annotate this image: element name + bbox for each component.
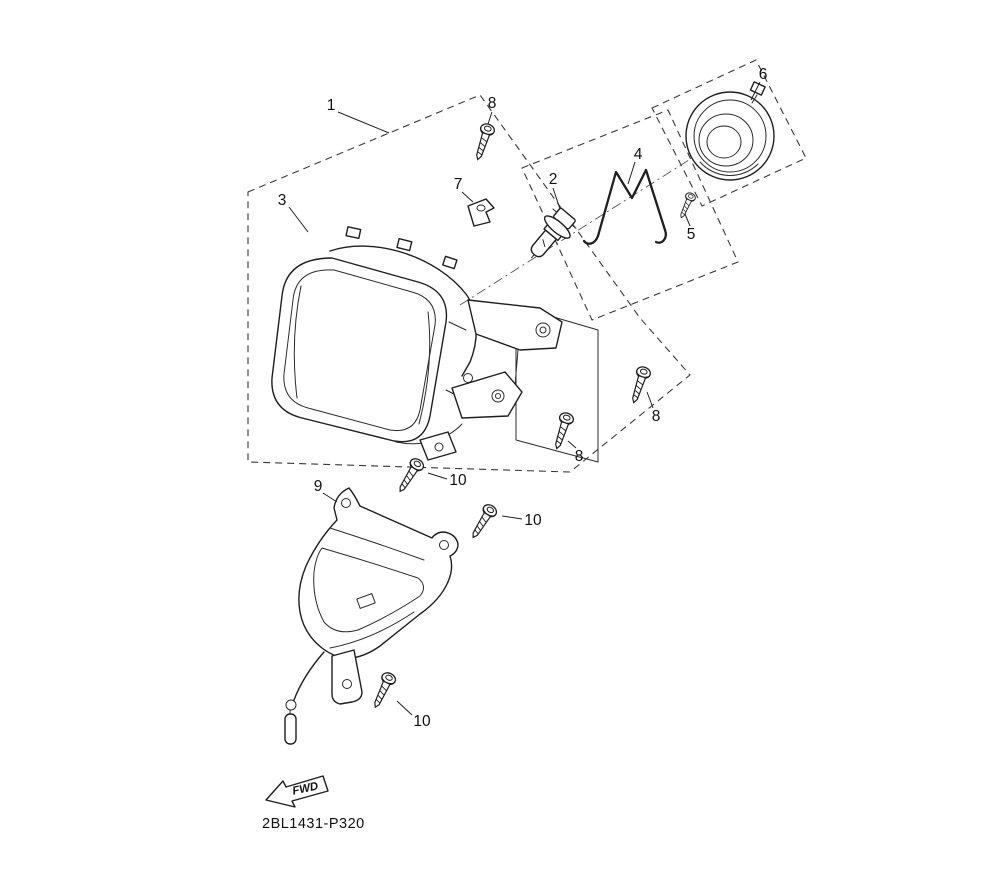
screw-8c	[549, 410, 576, 452]
leader-8a	[487, 111, 493, 125]
housing-clip	[396, 237, 413, 252]
lower-cover	[284, 487, 459, 745]
leader-5	[684, 213, 691, 227]
bulb-tip	[531, 254, 535, 259]
headlight-unit	[271, 226, 563, 461]
fwd-label: FWD	[291, 780, 319, 797]
leader-10b	[501, 515, 523, 520]
leader-8b	[646, 391, 654, 409]
ring-terminal	[285, 699, 297, 711]
leader-4	[627, 161, 636, 185]
wire-lead	[293, 651, 325, 701]
callout-labels: 1 3 8 7 2 4 5 6 8 8 9 10 10 10	[278, 66, 768, 730]
leader-2	[552, 187, 561, 210]
leader-10a	[427, 472, 448, 480]
rim-retainer-ring	[685, 81, 775, 181]
screw-10a	[393, 455, 427, 496]
leader-7	[461, 191, 474, 203]
leader-8c	[567, 440, 577, 449]
callout-10c: 10	[413, 713, 431, 730]
fwd-arrow-icon	[265, 775, 329, 808]
lower-cover-outline	[298, 487, 459, 659]
rim-ring	[693, 99, 767, 173]
rim-lens-dome	[698, 113, 754, 167]
holder-clip	[467, 198, 495, 227]
fwd-indicator: FWD	[265, 775, 329, 808]
screw-5	[676, 190, 698, 221]
lower-cover-lip	[329, 611, 415, 649]
bracket-lower-hole	[491, 389, 505, 403]
lower-cover-ear-hole	[439, 540, 449, 550]
leader-10c	[396, 700, 413, 716]
lower-cover-bracket-hole	[342, 679, 352, 689]
lens-outline	[271, 257, 448, 443]
bracket-lower-hole-inner	[495, 393, 501, 399]
rim-arc	[699, 161, 759, 176]
bulb-tab	[571, 224, 577, 229]
bulb-tab	[552, 208, 558, 213]
lens-contour	[293, 285, 302, 399]
dashed-boundary-rim-group	[651, 59, 807, 207]
lower-cover-notch	[356, 593, 376, 609]
callout-7: 7	[454, 176, 463, 193]
lower-cover-ear-hole	[341, 498, 351, 508]
bulb-filament	[542, 239, 546, 248]
callout-8c: 8	[575, 448, 584, 465]
callout-5: 5	[687, 226, 696, 243]
screw-8a	[470, 121, 497, 163]
callout-2: 2	[549, 171, 558, 188]
bottom-tab	[419, 431, 457, 461]
lower-cover-ridge	[329, 527, 425, 561]
bulb-retainer-spring	[582, 168, 667, 245]
callout-8a: 8	[488, 95, 497, 112]
rim-tab	[749, 81, 766, 96]
bullet-connector	[284, 713, 297, 745]
callout-10a: 10	[449, 472, 467, 489]
callout-6: 6	[759, 66, 768, 83]
callout-1: 1	[327, 97, 336, 114]
callout-3: 3	[278, 192, 287, 209]
headlight-bulb	[530, 207, 577, 259]
lens-contour	[418, 311, 431, 425]
leader-1	[337, 111, 390, 134]
dashed-boundary-bulb-group	[521, 109, 739, 321]
rim-tab-stem	[751, 94, 758, 104]
lens-inner-rim	[283, 269, 436, 432]
housing-clip	[345, 226, 362, 240]
screw-10b	[466, 501, 500, 542]
screw-10c	[368, 670, 398, 711]
callout-4: 4	[634, 146, 643, 163]
bracket-lower	[451, 371, 523, 419]
callout-9: 9	[314, 478, 323, 495]
rim-outer	[685, 91, 775, 181]
leader-3	[288, 206, 309, 233]
holder-clip-hole	[476, 204, 486, 212]
lower-cover-bracket	[331, 649, 363, 705]
part-code: 2BL1431-P320	[262, 816, 365, 832]
bulb-flange	[543, 215, 571, 239]
bottom-tab-hole	[434, 442, 444, 452]
adjuster-screw	[463, 373, 473, 383]
leader-lines	[288, 81, 761, 716]
housing-clip	[442, 255, 458, 270]
housing-top-edge	[329, 245, 478, 377]
lower-cover-opening	[313, 547, 424, 633]
bracket-upper-hole	[535, 322, 551, 338]
leader-9	[322, 492, 338, 503]
leader-6	[750, 81, 761, 101]
dashed-boundary-headlight-assembly	[247, 94, 691, 473]
rim-lens-dome-inner	[706, 125, 742, 159]
callout-8b: 8	[652, 408, 661, 425]
screw-8b	[626, 364, 653, 406]
callout-10b: 10	[524, 512, 542, 529]
bracket-upper-hole-inner	[539, 326, 547, 334]
bracket-upper	[467, 299, 563, 351]
